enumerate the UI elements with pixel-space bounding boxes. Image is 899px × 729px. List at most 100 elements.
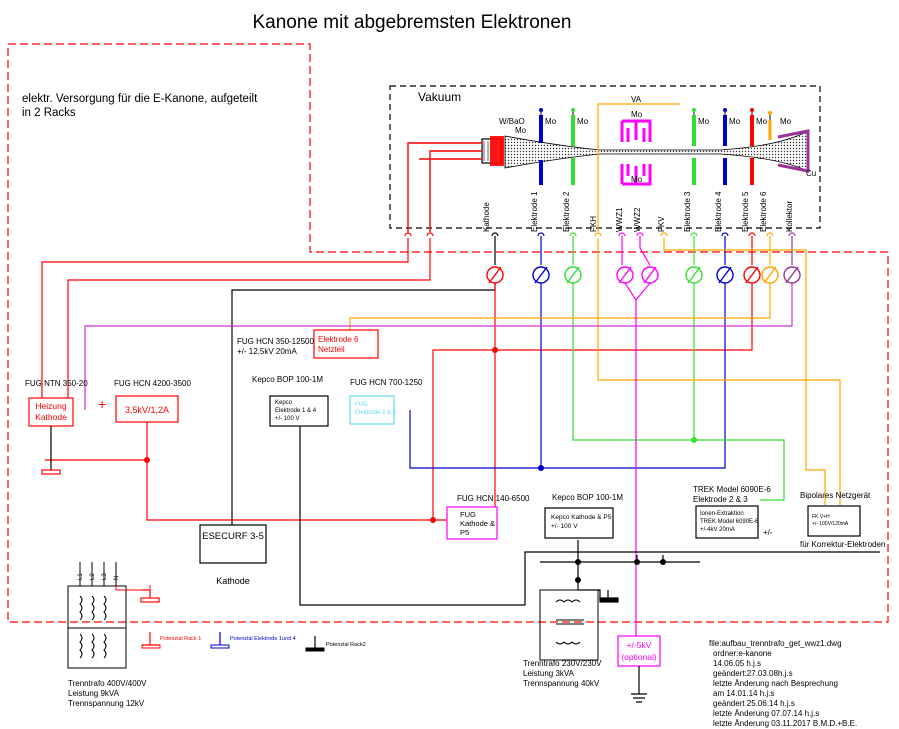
- elektrode6-label: Elektrode 6: [318, 335, 359, 344]
- bipolar-title: Bipolares Netzgerät: [800, 491, 871, 500]
- small-trafo-line-3: Trennspannung 40kV: [523, 679, 600, 688]
- meter-elektrode-2: [564, 266, 582, 284]
- feedthrough-connectors: [404, 232, 796, 237]
- bipolar-box: [807, 505, 861, 537]
- trafo-terminal-labels: L1 L2 L3 N: [78, 573, 120, 580]
- trek-polarity: +/-: [763, 528, 773, 537]
- electrode-1-mo: Mo: [545, 117, 557, 126]
- fug-kathode-p5-box: [446, 506, 498, 540]
- big-trafo-line-3: Trennspannung 12kV: [68, 699, 145, 708]
- electrode-3-mo: Mo: [698, 117, 710, 126]
- meters: [486, 266, 801, 284]
- file-info-line-8: letzte Änderung 07.07.14 h.j.s: [713, 709, 819, 718]
- heizung-kathode-label: Kathode: [35, 412, 67, 422]
- feed-label-wwz1: WWZ1: [615, 207, 624, 232]
- electrode-2: [571, 108, 575, 185]
- feed-label-elektrode-1: Elektrode 1: [530, 191, 539, 232]
- hcn700-box-line-2: Elektrode 2 & 5: [355, 410, 397, 416]
- fug-ntn-label: FUG NTN 350-20: [25, 379, 88, 388]
- ground-symbols: [41, 426, 619, 603]
- hcn4200-value: 3,5kV/1,2A: [125, 405, 169, 415]
- feed-label-elektrode-2: Elektrode 2: [562, 191, 571, 232]
- optional-supply-box: [617, 635, 661, 667]
- kepco-box-1-line-2: Elektrode 1 & 4: [275, 408, 317, 414]
- feed-label-fkh: FKH: [589, 216, 598, 232]
- electrode-4: [723, 108, 727, 185]
- meter-wwz1: [616, 266, 634, 284]
- fug-box-line-2: Kathode &: [460, 519, 495, 528]
- feedthrough-labels: Kathode Elektrode 1 Elektrode 2 FKH WWZ1…: [482, 191, 794, 232]
- electrode-3: [692, 108, 696, 185]
- cathode-emitter: [490, 136, 504, 166]
- bipolar-box-line-1: FK V+H: [812, 514, 830, 520]
- file-info-line-5: letzte Änderung nach Besprechung: [713, 679, 838, 688]
- meter-wwz2: [641, 266, 659, 284]
- trek-box-line-2: TREK Model 6090E-6: [700, 519, 759, 525]
- meter-kollektor: [783, 266, 801, 284]
- feed-label-elektrode-3: Elektrode 3: [683, 191, 692, 232]
- file-info-line-6: am 14.01.14 h.j.s: [713, 689, 774, 698]
- elektrode6-netzteil-box: [313, 329, 379, 359]
- kepco-box-1-line-3: +/- 100 V: [275, 416, 300, 422]
- trenntrafo-400v: [67, 562, 151, 669]
- trek-title-line-1: TREK Model 6090E-6: [693, 485, 771, 494]
- vacuum-chamber: [389, 85, 821, 229]
- feed-label-kollektor: Kollektor: [785, 201, 794, 232]
- beam-path: [504, 130, 809, 172]
- wien-filter: [620, 119, 652, 186]
- hcn4200-box: [115, 395, 179, 423]
- small-trafo-line-1: Trenntrafo 230V/230V: [523, 659, 602, 668]
- electrode-5-mo: Mo: [756, 117, 768, 126]
- terminal-l3: L3: [102, 573, 108, 580]
- terminal-l2: L2: [90, 573, 96, 580]
- trek-box: [695, 505, 759, 539]
- meter-elektrode-5: [743, 266, 761, 284]
- heizung-label: Heizung: [35, 401, 66, 411]
- file-info-line-7: geändert 25.06.14 h.j.s: [713, 699, 795, 708]
- bipolar-box-line-2: +/- 100V/120mA: [812, 521, 849, 527]
- fug-hcn350-spec: +/- 12.5kV 20mA: [237, 347, 297, 356]
- junction-dots: [144, 347, 697, 583]
- cathode-mo-label: Mo: [515, 126, 527, 135]
- small-trafo-line-2: Leistung 3kVA: [523, 669, 575, 678]
- hcn700-box-line-1: FUG: [355, 402, 368, 408]
- fug-hcn140-label: FUG HCN 140-6500: [457, 494, 530, 503]
- meter-kathode: [486, 266, 504, 284]
- cathode-material-label: W/BaO: [499, 117, 525, 126]
- trek-box-line-3: +/-4kV 20mA: [700, 527, 735, 533]
- hcn700-box: [349, 395, 395, 425]
- file-info-line-9: letzte Änderung 03.11.2017 B.M.D.+B.E.: [713, 719, 857, 728]
- electrode-6: [768, 111, 772, 140]
- va-line: [597, 103, 680, 232]
- esecurf-box: [199, 524, 267, 564]
- wien-mo-top: Mo: [631, 110, 643, 119]
- collector-cu-label: Cu: [806, 169, 816, 178]
- file-info-line-1: file:aufbau_trenntrafo_get_wwz1.dwg: [709, 639, 842, 648]
- kepco-kathode-p5-box: [544, 507, 614, 539]
- trenntrafo-230v: [539, 589, 599, 661]
- legend: Potenzial Rack 1 Potenzial Elektrode 1un…: [141, 632, 366, 652]
- legend-elektrode: Potenzial Elektrode 1und 4: [230, 636, 296, 642]
- file-info: file:aufbau_trenntrafo_get_wwz1.dwg ordn…: [709, 639, 857, 728]
- feed-label-kathode: Kathode: [482, 202, 491, 232]
- fug-hcn700-label: FUG HCN 700-1250: [350, 378, 423, 387]
- electrode-4-mo: Mo: [729, 117, 741, 126]
- esecurf-label: ESECURF 3-5: [202, 531, 264, 542]
- terminal-n: N: [114, 576, 120, 580]
- meter-elektrode-6: [761, 266, 779, 284]
- optional-ground: [631, 666, 647, 703]
- legend-rack1: Potenzial Rack 1: [160, 636, 201, 642]
- heater-feed-lines: [474, 142, 482, 160]
- feed-label-wwz2: WWZ2: [633, 207, 642, 232]
- meter-elektrode-3: [685, 266, 703, 284]
- vacuum-label: Vakuum: [418, 90, 461, 104]
- fug-box-line-3: P5: [460, 528, 469, 537]
- kepco-box-2-line-1: Kepco Kathode & P5: [551, 514, 612, 521]
- file-info-line-3: 14.06.05 h.j.s: [713, 659, 761, 668]
- big-trafo-line-2: Leistung 9kVA: [68, 689, 120, 698]
- wiring: [41, 238, 880, 636]
- feed-label-elektrode-5: Elektrode 5: [741, 191, 750, 232]
- file-info-line-4: geändert:27.03.08h.j.s: [713, 669, 793, 678]
- kepco-bop-1-label: Kepco BOP 100-1M: [252, 375, 323, 384]
